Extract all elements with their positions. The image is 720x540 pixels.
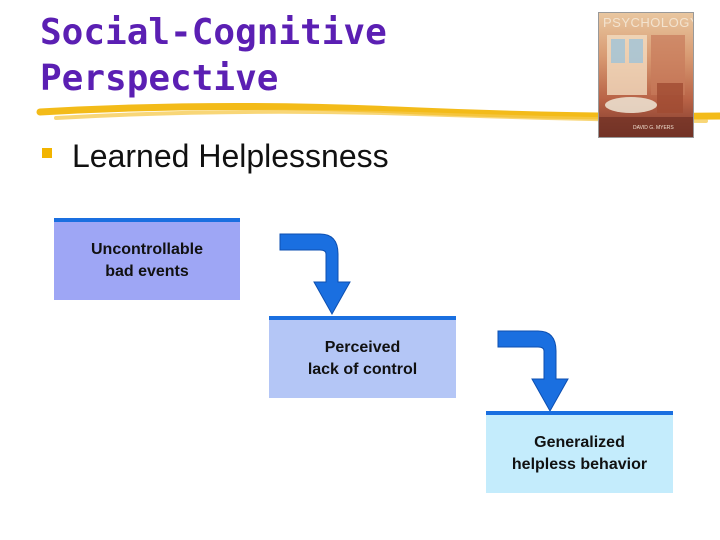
- flow-step-1-label: Uncontrollable bad events: [90, 241, 203, 280]
- book-cover-image: PSYCHOLOGY DAVID G. MYERS: [598, 12, 694, 138]
- flow-step-3-label: Generalized helpless behavior: [511, 434, 648, 473]
- slide-title-line-1: Social-Cognitive: [40, 12, 387, 53]
- book-cover-title: PSYCHOLOGY: [603, 15, 694, 30]
- curved-arrow-down-icon: [497, 330, 569, 413]
- square-bullet-icon: [42, 148, 52, 158]
- bullet-text: Learned Helplessness: [72, 138, 389, 174]
- slide-title: Social-Cognitive Perspective: [40, 10, 387, 102]
- slide-title-line-2: Perspective: [40, 58, 279, 99]
- flow-step-perceived-lack-of-control: Perceived lack of control: [269, 316, 456, 398]
- flow-step-2-label: Perceived lack of control: [307, 339, 418, 378]
- curved-arrow-down-icon: [279, 233, 351, 316]
- flow-step-generalized-helpless-behavior: Generalized helpless behavior: [486, 411, 673, 493]
- flow-step-uncontrollable-events: Uncontrollable bad events: [54, 218, 240, 300]
- book-cover-author: DAVID G. MYERS: [633, 125, 674, 131]
